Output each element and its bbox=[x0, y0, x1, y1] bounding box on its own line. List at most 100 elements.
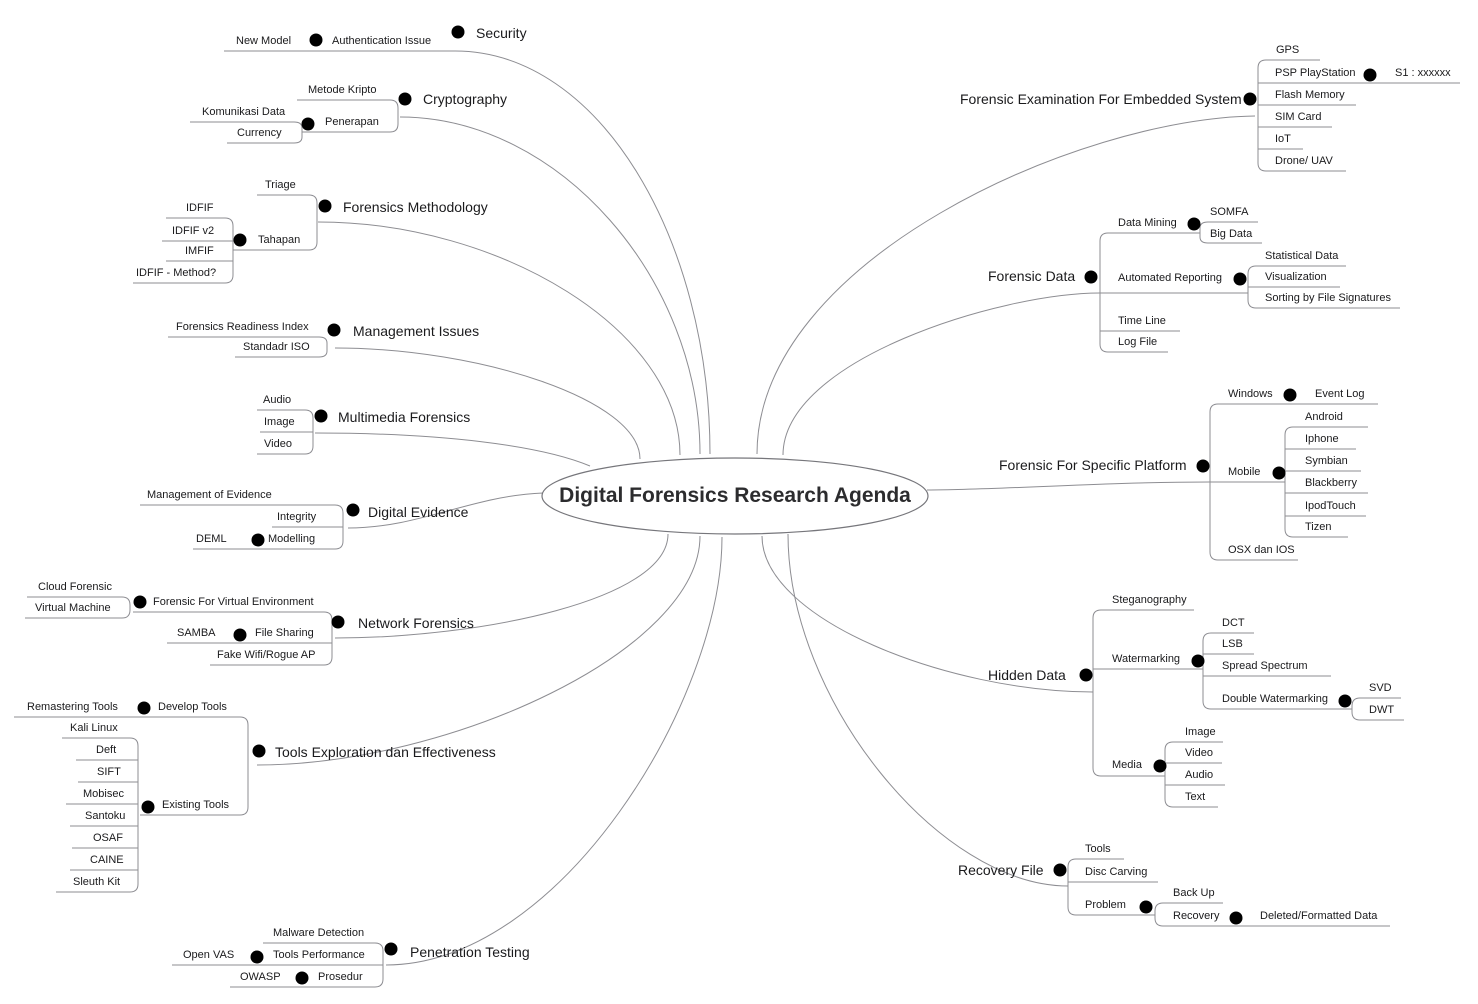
node-spread-spectrum[interactable]: Spread Spectrum bbox=[1222, 660, 1308, 672]
collapse-icon[interactable] bbox=[137, 701, 151, 715]
node-specific-platform[interactable]: Forensic For Specific Platform bbox=[999, 457, 1187, 473]
collapse-icon[interactable] bbox=[1187, 217, 1201, 231]
node-flash-memory[interactable]: Flash Memory bbox=[1275, 89, 1345, 101]
node-komunikasi-data[interactable]: Komunikasi Data bbox=[202, 106, 286, 118]
node-mobile[interactable]: Mobile bbox=[1228, 466, 1261, 478]
node-back-up[interactable]: Back Up bbox=[1173, 887, 1215, 899]
collapse-icon[interactable] bbox=[384, 942, 398, 956]
node-file-sharing[interactable]: File Sharing bbox=[255, 627, 314, 639]
node-virtual-machine[interactable]: Virtual Machine bbox=[35, 602, 111, 614]
node-iot[interactable]: IoT bbox=[1275, 133, 1291, 145]
collapse-icon[interactable] bbox=[233, 233, 247, 247]
node-authentication-issue[interactable]: Authentication Issue bbox=[332, 35, 432, 47]
node-dwt[interactable]: DWT bbox=[1369, 704, 1395, 716]
node-develop-tools[interactable]: Develop Tools bbox=[158, 701, 227, 713]
node-windows[interactable]: Windows bbox=[1228, 388, 1273, 400]
node-psp-playstation[interactable]: PSP PlayStation bbox=[1275, 67, 1356, 79]
node-media-audio[interactable]: Audio bbox=[1185, 769, 1214, 781]
node-ipodtouch[interactable]: IpodTouch bbox=[1305, 500, 1356, 512]
collapse-icon[interactable] bbox=[1233, 272, 1247, 286]
collapse-icon[interactable] bbox=[250, 950, 264, 964]
node-idfif-method[interactable]: IDFIF - Method? bbox=[136, 267, 217, 279]
central-node[interactable] bbox=[541, 457, 929, 535]
node-standadr-iso[interactable]: Standadr ISO bbox=[243, 341, 310, 353]
collapse-icon[interactable] bbox=[1196, 459, 1210, 473]
node-security[interactable]: Security bbox=[476, 25, 527, 41]
node-tools-exploration[interactable]: Tools Exploration dan Effectiveness bbox=[275, 744, 496, 760]
collapse-icon[interactable] bbox=[301, 117, 315, 131]
collapse-icon[interactable] bbox=[1079, 668, 1093, 682]
collapse-icon[interactable] bbox=[1153, 759, 1167, 773]
collapse-icon[interactable] bbox=[1243, 92, 1257, 106]
node-svd[interactable]: SVD bbox=[1369, 682, 1392, 694]
node-metode-kripto[interactable]: Metode Kripto bbox=[308, 84, 377, 96]
node-drone-uav[interactable]: Drone/ UAV bbox=[1275, 155, 1333, 167]
collapse-icon[interactable] bbox=[346, 503, 360, 517]
node-statistical-data[interactable]: Statistical Data bbox=[1265, 250, 1339, 262]
node-symbian[interactable]: Symbian bbox=[1305, 455, 1348, 467]
node-deleted-formatted-data[interactable]: Deleted/Formatted Data bbox=[1260, 910, 1378, 922]
collapse-icon[interactable] bbox=[398, 92, 412, 106]
node-blackberry[interactable]: Blackberry bbox=[1305, 477, 1357, 489]
collapse-icon[interactable] bbox=[314, 409, 328, 423]
node-tahapan[interactable]: Tahapan bbox=[258, 234, 301, 246]
collapse-icon[interactable] bbox=[251, 533, 265, 547]
node-modelling[interactable]: Modelling bbox=[268, 533, 316, 545]
collapse-icon[interactable] bbox=[309, 33, 323, 47]
node-multimedia-forensics[interactable]: Multimedia Forensics bbox=[338, 409, 471, 425]
collapse-icon[interactable] bbox=[133, 595, 147, 609]
node-s1[interactable]: S1 : xxxxxx bbox=[1395, 67, 1451, 79]
node-problem[interactable]: Problem bbox=[1085, 899, 1126, 911]
collapse-icon[interactable] bbox=[141, 800, 155, 814]
node-fake-wifi-rogue-ap[interactable]: Fake Wifi/Rogue AP bbox=[217, 649, 316, 661]
collapse-icon[interactable] bbox=[252, 744, 266, 758]
node-time-line[interactable]: Time Line bbox=[1118, 315, 1166, 327]
node-log-file[interactable]: Log File bbox=[1118, 336, 1158, 348]
node-management-issues[interactable]: Management Issues bbox=[353, 323, 480, 339]
node-santoku[interactable]: Santoku bbox=[85, 810, 126, 822]
node-big-data[interactable]: Big Data bbox=[1210, 228, 1253, 240]
node-lsb[interactable]: LSB bbox=[1222, 638, 1243, 650]
node-penerapan[interactable]: Penerapan bbox=[325, 116, 379, 128]
node-steganography[interactable]: Steganography bbox=[1112, 594, 1187, 606]
node-forensics-methodology[interactable]: Forensics Methodology bbox=[343, 199, 488, 215]
collapse-icon[interactable] bbox=[1053, 863, 1067, 877]
node-cryptography[interactable]: Cryptography bbox=[423, 91, 508, 107]
node-tizen[interactable]: Tizen bbox=[1305, 521, 1332, 533]
node-idfif-v2[interactable]: IDFIF v2 bbox=[172, 225, 215, 237]
node-integrity[interactable]: Integrity bbox=[277, 511, 317, 523]
node-owasp[interactable]: OWASP bbox=[240, 971, 281, 983]
node-watermarking[interactable]: Watermarking bbox=[1112, 653, 1181, 665]
node-sim-card[interactable]: SIM Card bbox=[1275, 111, 1322, 123]
node-recovery-file[interactable]: Recovery File bbox=[958, 862, 1044, 878]
node-samba[interactable]: SAMBA bbox=[177, 627, 216, 639]
node-triage[interactable]: Triage bbox=[265, 179, 296, 191]
node-tools-performance[interactable]: Tools Performance bbox=[273, 949, 365, 961]
collapse-icon[interactable] bbox=[1084, 270, 1098, 284]
collapse-icon[interactable] bbox=[331, 615, 345, 629]
node-media-video[interactable]: Video bbox=[1185, 747, 1213, 759]
node-imfif[interactable]: IMFIF bbox=[185, 245, 214, 257]
node-prosedur[interactable]: Prosedur bbox=[318, 971, 363, 983]
collapse-icon[interactable] bbox=[1272, 466, 1286, 480]
node-forensic-data[interactable]: Forensic Data bbox=[988, 268, 1076, 284]
collapse-icon[interactable] bbox=[295, 971, 309, 985]
node-sleuth-kit[interactable]: Sleuth Kit bbox=[73, 876, 121, 888]
node-media-text[interactable]: Text bbox=[1185, 791, 1206, 803]
node-cloud-forensic[interactable]: Cloud Forensic bbox=[38, 581, 112, 593]
node-double-watermarking[interactable]: Double Watermarking bbox=[1222, 693, 1328, 705]
node-mobisec[interactable]: Mobisec bbox=[83, 788, 124, 800]
collapse-icon[interactable] bbox=[233, 628, 247, 642]
node-osx-dan-ios[interactable]: OSX dan IOS bbox=[1228, 544, 1295, 556]
node-event-log[interactable]: Event Log bbox=[1315, 388, 1365, 400]
collapse-icon[interactable] bbox=[318, 199, 332, 213]
node-gps[interactable]: GPS bbox=[1276, 44, 1300, 56]
node-forensics-readiness-index[interactable]: Forensics Readiness Index bbox=[176, 321, 309, 333]
node-osaf[interactable]: OSAF bbox=[93, 832, 123, 844]
node-data-mining[interactable]: Data Mining bbox=[1118, 217, 1177, 229]
collapse-icon[interactable] bbox=[1363, 68, 1377, 82]
collapse-icon[interactable] bbox=[1191, 654, 1205, 668]
node-sift[interactable]: SIFT bbox=[97, 766, 121, 778]
node-management-of-evidence[interactable]: Management of Evidence bbox=[147, 489, 272, 501]
collapse-icon[interactable] bbox=[451, 25, 465, 39]
